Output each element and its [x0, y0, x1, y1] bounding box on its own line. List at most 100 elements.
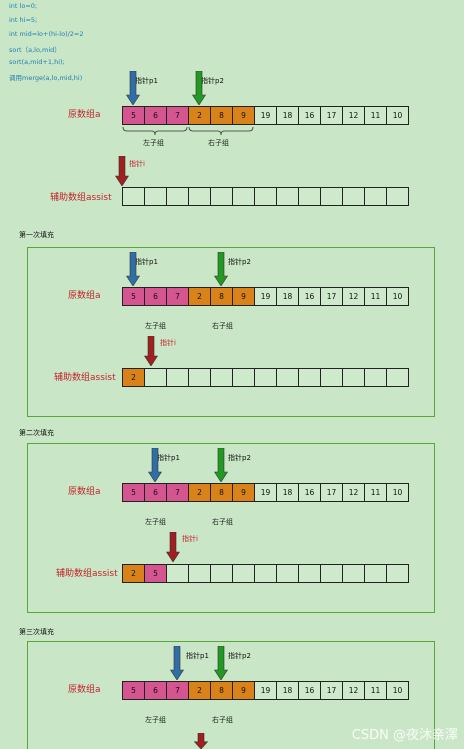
step2-assist-label: 辅助数组assist	[56, 569, 118, 579]
step2-pointer-p2-arrow	[214, 448, 228, 482]
step1-assist-label: 辅助数组assist	[54, 373, 116, 383]
step2-orig-cell-6: 19	[254, 483, 277, 502]
step2-orig-cell-5: 9	[232, 483, 255, 502]
fill-step-3-panel	[27, 641, 435, 749]
initial-orig-cell-7: 18	[276, 106, 299, 125]
step1-p1-label: 指针p1	[135, 258, 158, 266]
initial-orig-cell-12: 10	[386, 106, 409, 125]
step1-assist-cell-2	[166, 368, 189, 387]
step2-orig-cell-0: 5	[122, 483, 145, 502]
step2-right-sub-label: 右子组	[212, 518, 233, 526]
step2-orig-cell-3: 2	[188, 483, 211, 502]
step1-orig-cell-4: 8	[210, 287, 233, 306]
step1-pointer-p1-arrow	[126, 252, 140, 286]
step3-pointer-p1-arrow	[170, 646, 184, 680]
fill-step-1-panel	[27, 247, 435, 417]
initial-pointer-i-arrow	[115, 156, 129, 186]
step2-assist-cell-8	[298, 564, 321, 583]
step1-assist-cell-11	[364, 368, 387, 387]
step2-assist-cell-0: 2	[122, 564, 145, 583]
step1-orig-cell-2: 7	[166, 287, 189, 306]
step2-assist-cell-1: 5	[144, 564, 167, 583]
step2-orig-cell-1: 6	[144, 483, 167, 502]
initial-pointer-p1-arrow	[126, 71, 140, 105]
step2-original-label: 原数组a	[68, 487, 101, 497]
initial-left-brace	[122, 127, 188, 135]
step1-orig-cell-12: 10	[386, 287, 409, 306]
step2-assist-cell-3	[188, 564, 211, 583]
step3-orig-cell-1: 6	[144, 681, 167, 700]
section-title-2: 第二次填充	[19, 429, 54, 437]
initial-left-sub-label: 左子组	[143, 139, 164, 147]
step1-orig-cell-7: 18	[276, 287, 299, 306]
initial-assist-cell-7	[276, 187, 299, 206]
step2-assist-cell-12	[386, 564, 409, 583]
initial-assist-cell-12	[386, 187, 409, 206]
initial-pi-label: 指针i	[129, 160, 145, 168]
step3-orig-cell-9: 17	[320, 681, 343, 700]
step1-assist-cell-5	[232, 368, 255, 387]
initial-assist-label: 辅助数组assist	[50, 193, 112, 203]
initial-orig-cell-4: 8	[210, 106, 233, 125]
initial-assist-cell-1	[144, 187, 167, 206]
initial-p2-label: 指针p2	[201, 77, 224, 85]
initial-orig-cell-6: 19	[254, 106, 277, 125]
code-line-hi: int hi=5;	[9, 16, 38, 24]
step2-assist-cell-6	[254, 564, 277, 583]
step1-pointer-p2-arrow	[214, 252, 228, 286]
initial-orig-cell-9: 17	[320, 106, 343, 125]
code-line-sort-left: sort（a,lo,mid）	[9, 46, 61, 54]
initial-right-sub-label: 右子组	[208, 139, 229, 147]
step1-orig-cell-10: 12	[342, 287, 365, 306]
step2-p2-label: 指针p2	[228, 454, 251, 462]
step2-assist-cell-11	[364, 564, 387, 583]
code-line-mid: int mid=lo+(hi-lo)/2=2	[9, 30, 84, 38]
step1-orig-cell-6: 19	[254, 287, 277, 306]
step1-assist-cell-6	[254, 368, 277, 387]
initial-original-label: 原数组a	[68, 110, 101, 120]
code-line-lo: int lo=0;	[9, 2, 38, 10]
initial-pointer-p2-arrow	[192, 71, 206, 105]
initial-orig-cell-2: 7	[166, 106, 189, 125]
initial-assist-cell-6	[254, 187, 277, 206]
step1-assist-cell-3	[188, 368, 211, 387]
section-title-1: 第一次填充	[19, 231, 54, 239]
step1-assist-cell-10	[342, 368, 365, 387]
step1-orig-cell-1: 6	[144, 287, 167, 306]
initial-assist-cell-3	[188, 187, 211, 206]
step1-assist-cell-8	[298, 368, 321, 387]
initial-orig-cell-8: 16	[298, 106, 321, 125]
initial-assist-cell-5	[232, 187, 255, 206]
step1-orig-cell-0: 5	[122, 287, 145, 306]
step2-orig-cell-8: 16	[298, 483, 321, 502]
step2-orig-cell-4: 8	[210, 483, 233, 502]
initial-orig-cell-0: 5	[122, 106, 145, 125]
step3-orig-cell-11: 11	[364, 681, 387, 700]
step3-right-sub-label: 右子组	[212, 716, 233, 724]
step3-orig-cell-2: 7	[166, 681, 189, 700]
step1-assist-cell-4	[210, 368, 233, 387]
step1-pi-label: 指针i	[160, 339, 176, 347]
step2-assist-cell-7	[276, 564, 299, 583]
initial-orig-cell-3: 2	[188, 106, 211, 125]
initial-assist-cell-9	[320, 187, 343, 206]
step1-p2-label: 指针p2	[228, 258, 251, 266]
step3-orig-cell-3: 2	[188, 681, 211, 700]
section-title-3: 第三次填充	[19, 628, 54, 636]
initial-orig-cell-11: 11	[364, 106, 387, 125]
step2-orig-cell-11: 11	[364, 483, 387, 502]
step3-orig-cell-0: 5	[122, 681, 145, 700]
step1-right-sub-label: 右子组	[212, 322, 233, 330]
step1-assist-cell-9	[320, 368, 343, 387]
code-line-merge: 调用merge(a,lo,mid,hi)	[9, 74, 83, 82]
step1-orig-cell-9: 17	[320, 287, 343, 306]
step1-assist-cell-12	[386, 368, 409, 387]
initial-assist-cell-2	[166, 187, 189, 206]
step2-pointer-i-arrow	[165, 532, 180, 562]
step3-left-sub-label: 左子组	[145, 716, 166, 724]
step1-orig-cell-11: 11	[364, 287, 387, 306]
step1-assist-cell-1	[144, 368, 167, 387]
step2-orig-cell-10: 12	[342, 483, 365, 502]
step2-orig-cell-12: 10	[386, 483, 409, 502]
step3-p2-label: 指针p2	[228, 652, 251, 660]
